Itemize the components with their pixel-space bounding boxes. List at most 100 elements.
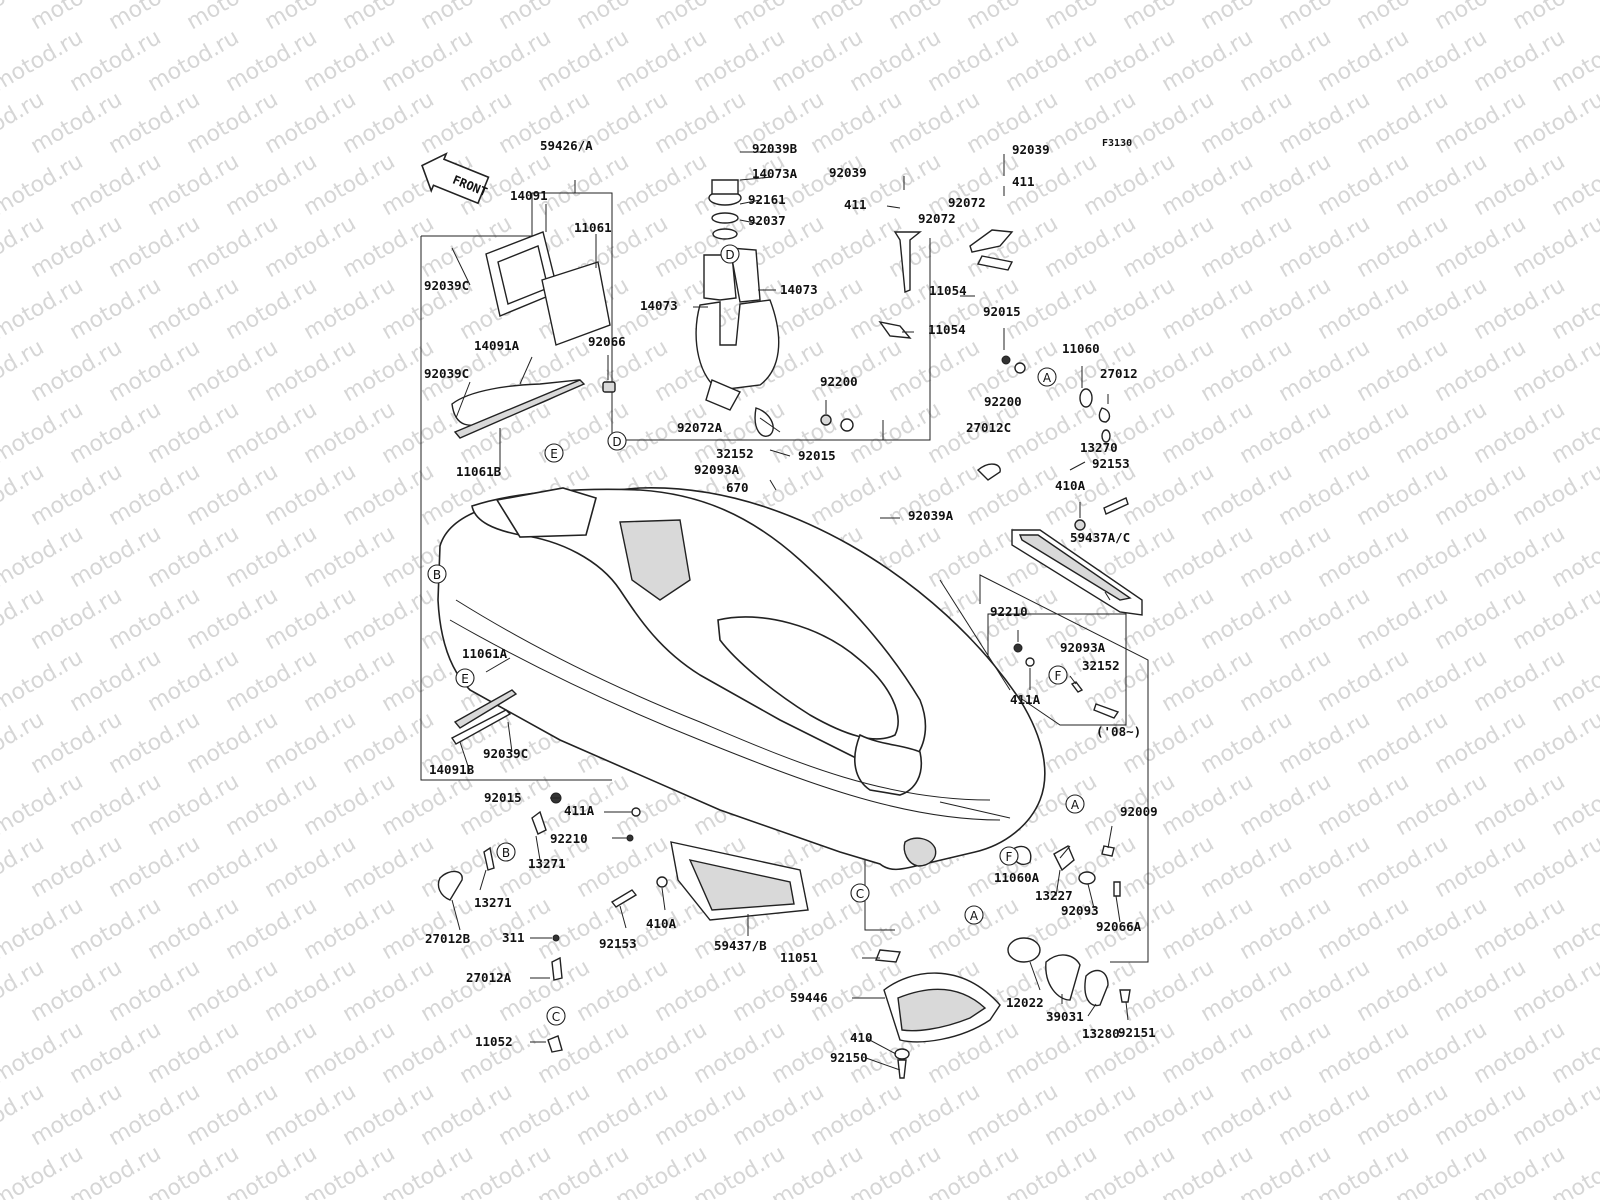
part-number-label: 12022 — [1006, 995, 1044, 1010]
reference-marker-letter: D — [612, 435, 621, 449]
part-number-label: 11052 — [475, 1034, 513, 1049]
reference-marker-letter: C — [552, 1010, 560, 1024]
part-number-label: 92150 — [830, 1050, 868, 1065]
part-number-label: 670 — [726, 480, 749, 495]
reference-marker-circle — [1048, 665, 1068, 685]
hull-illustration — [437, 487, 1046, 871]
part-number-label: 92072 — [918, 211, 956, 226]
reference-marker-letter: F — [1006, 850, 1013, 864]
part-number-label: 92153 — [1092, 456, 1130, 471]
part-number-label: 92072 — [948, 195, 986, 210]
part-number-label: 11054 — [928, 322, 966, 337]
part-number-label: 92151 — [1118, 1025, 1156, 1040]
part-number-label: 32152 — [1082, 658, 1120, 673]
part-number-label: 92093 — [1061, 903, 1099, 918]
small-hardware — [437, 229, 1143, 1079]
reference-marker: C — [850, 883, 870, 903]
reference-marker-circle — [546, 1006, 566, 1026]
part-number-label: 410A — [1055, 478, 1086, 493]
reference-marker-circle — [720, 244, 740, 264]
part-number-label: 27012C — [966, 420, 1011, 435]
part-number-label: 59426/A — [540, 138, 593, 153]
part-number-label: 11061 — [574, 220, 612, 235]
reference-marker-circle — [455, 668, 475, 688]
part-number-label: 11061B — [456, 464, 502, 479]
part-number-label: 11054 — [929, 283, 967, 298]
part-number-label: 11051 — [780, 950, 818, 965]
reference-marker: E — [544, 443, 564, 463]
part-number-label: 13270 — [1080, 440, 1118, 455]
part-number-label: 27012A — [466, 970, 512, 985]
reference-marker-letter: C — [856, 887, 864, 901]
duct-parts — [450, 231, 616, 745]
part-number-label: 92039C — [483, 746, 528, 761]
part-number-label: 92200 — [984, 394, 1022, 409]
reference-marker: A — [964, 905, 984, 925]
part-number-label: 92039 — [829, 165, 867, 180]
reference-marker-circle — [607, 431, 627, 451]
part-number-label: 59446 — [790, 990, 828, 1005]
part-number-label: 11061A — [462, 646, 508, 661]
part-number-label: 92009 — [1120, 804, 1158, 819]
part-number-label: 27012 — [1100, 366, 1138, 381]
part-number-label: 92210 — [990, 604, 1028, 619]
part-number-label: 92037 — [748, 213, 786, 228]
part-number-label: 14091A — [474, 338, 520, 353]
part-number-label: 411A — [1010, 692, 1041, 707]
part-number-label: 92039B — [752, 141, 798, 156]
exhaust-hoses — [695, 179, 780, 437]
reference-marker-letter: B — [433, 568, 441, 582]
reference-marker-letter: A — [970, 909, 979, 923]
reference-marker-circle — [999, 846, 1019, 866]
reference-marker-circle — [544, 443, 564, 463]
part-number-label: 92015 — [484, 790, 522, 805]
reference-marker-circle — [496, 842, 516, 862]
part-number-label: 92015 — [983, 304, 1021, 319]
part-number-label: 410A — [646, 916, 677, 931]
reference-marker: D — [607, 431, 627, 451]
part-number-label: 11060 — [1062, 341, 1100, 356]
part-number-label: 92066 — [588, 334, 626, 349]
part-number-label: 14073 — [780, 282, 818, 297]
part-number-label: 13271 — [474, 895, 512, 910]
reference-marker-letter: E — [550, 447, 558, 461]
part-number-label: 92200 — [820, 374, 858, 389]
part-number-label: 14091 — [510, 188, 548, 203]
figure-code: F3130 — [1102, 138, 1132, 149]
part-number-label: 92066A — [1096, 919, 1142, 934]
part-number-label: 13227 — [1035, 888, 1073, 903]
part-number-label: ('08~) — [1096, 724, 1141, 739]
front-arrow-icon: FRONT — [421, 152, 490, 205]
reference-marker: A — [1037, 367, 1057, 387]
reference-marker: E — [455, 668, 475, 688]
reference-marker: B — [427, 564, 447, 584]
reference-marker-letter: D — [725, 248, 734, 262]
reference-marker-circle — [964, 905, 984, 925]
reference-marker-letter: A — [1043, 371, 1052, 385]
part-number-label: 92093A — [1060, 640, 1106, 655]
part-number-label: 411 — [1012, 174, 1035, 189]
part-number-label: 92039 — [1012, 142, 1050, 157]
leader-lines — [451, 151, 1129, 1071]
reference-marker: A — [1065, 794, 1085, 814]
reference-marker-circle — [850, 883, 870, 903]
part-number-label: 59437A/C — [1070, 530, 1130, 545]
part-number-label: 92161 — [748, 192, 786, 207]
part-number-label: 14073A — [752, 166, 798, 181]
reference-marker-circle — [1065, 794, 1085, 814]
part-number-label: 311 — [502, 930, 525, 945]
reference-marker-circle — [427, 564, 447, 584]
part-number-label: 92153 — [599, 936, 637, 951]
part-number-label: 59437/B — [714, 938, 767, 953]
part-number-label: 39031 — [1046, 1009, 1084, 1024]
reference-marker-letter: B — [502, 846, 510, 860]
part-number-label: 92015 — [798, 448, 836, 463]
part-number-label: 27012B — [425, 931, 471, 946]
reference-marker-letter: E — [461, 672, 469, 686]
part-number-label: 14091B — [429, 762, 475, 777]
reference-marker: B — [496, 842, 516, 862]
part-number-label: 13271 — [528, 856, 566, 871]
